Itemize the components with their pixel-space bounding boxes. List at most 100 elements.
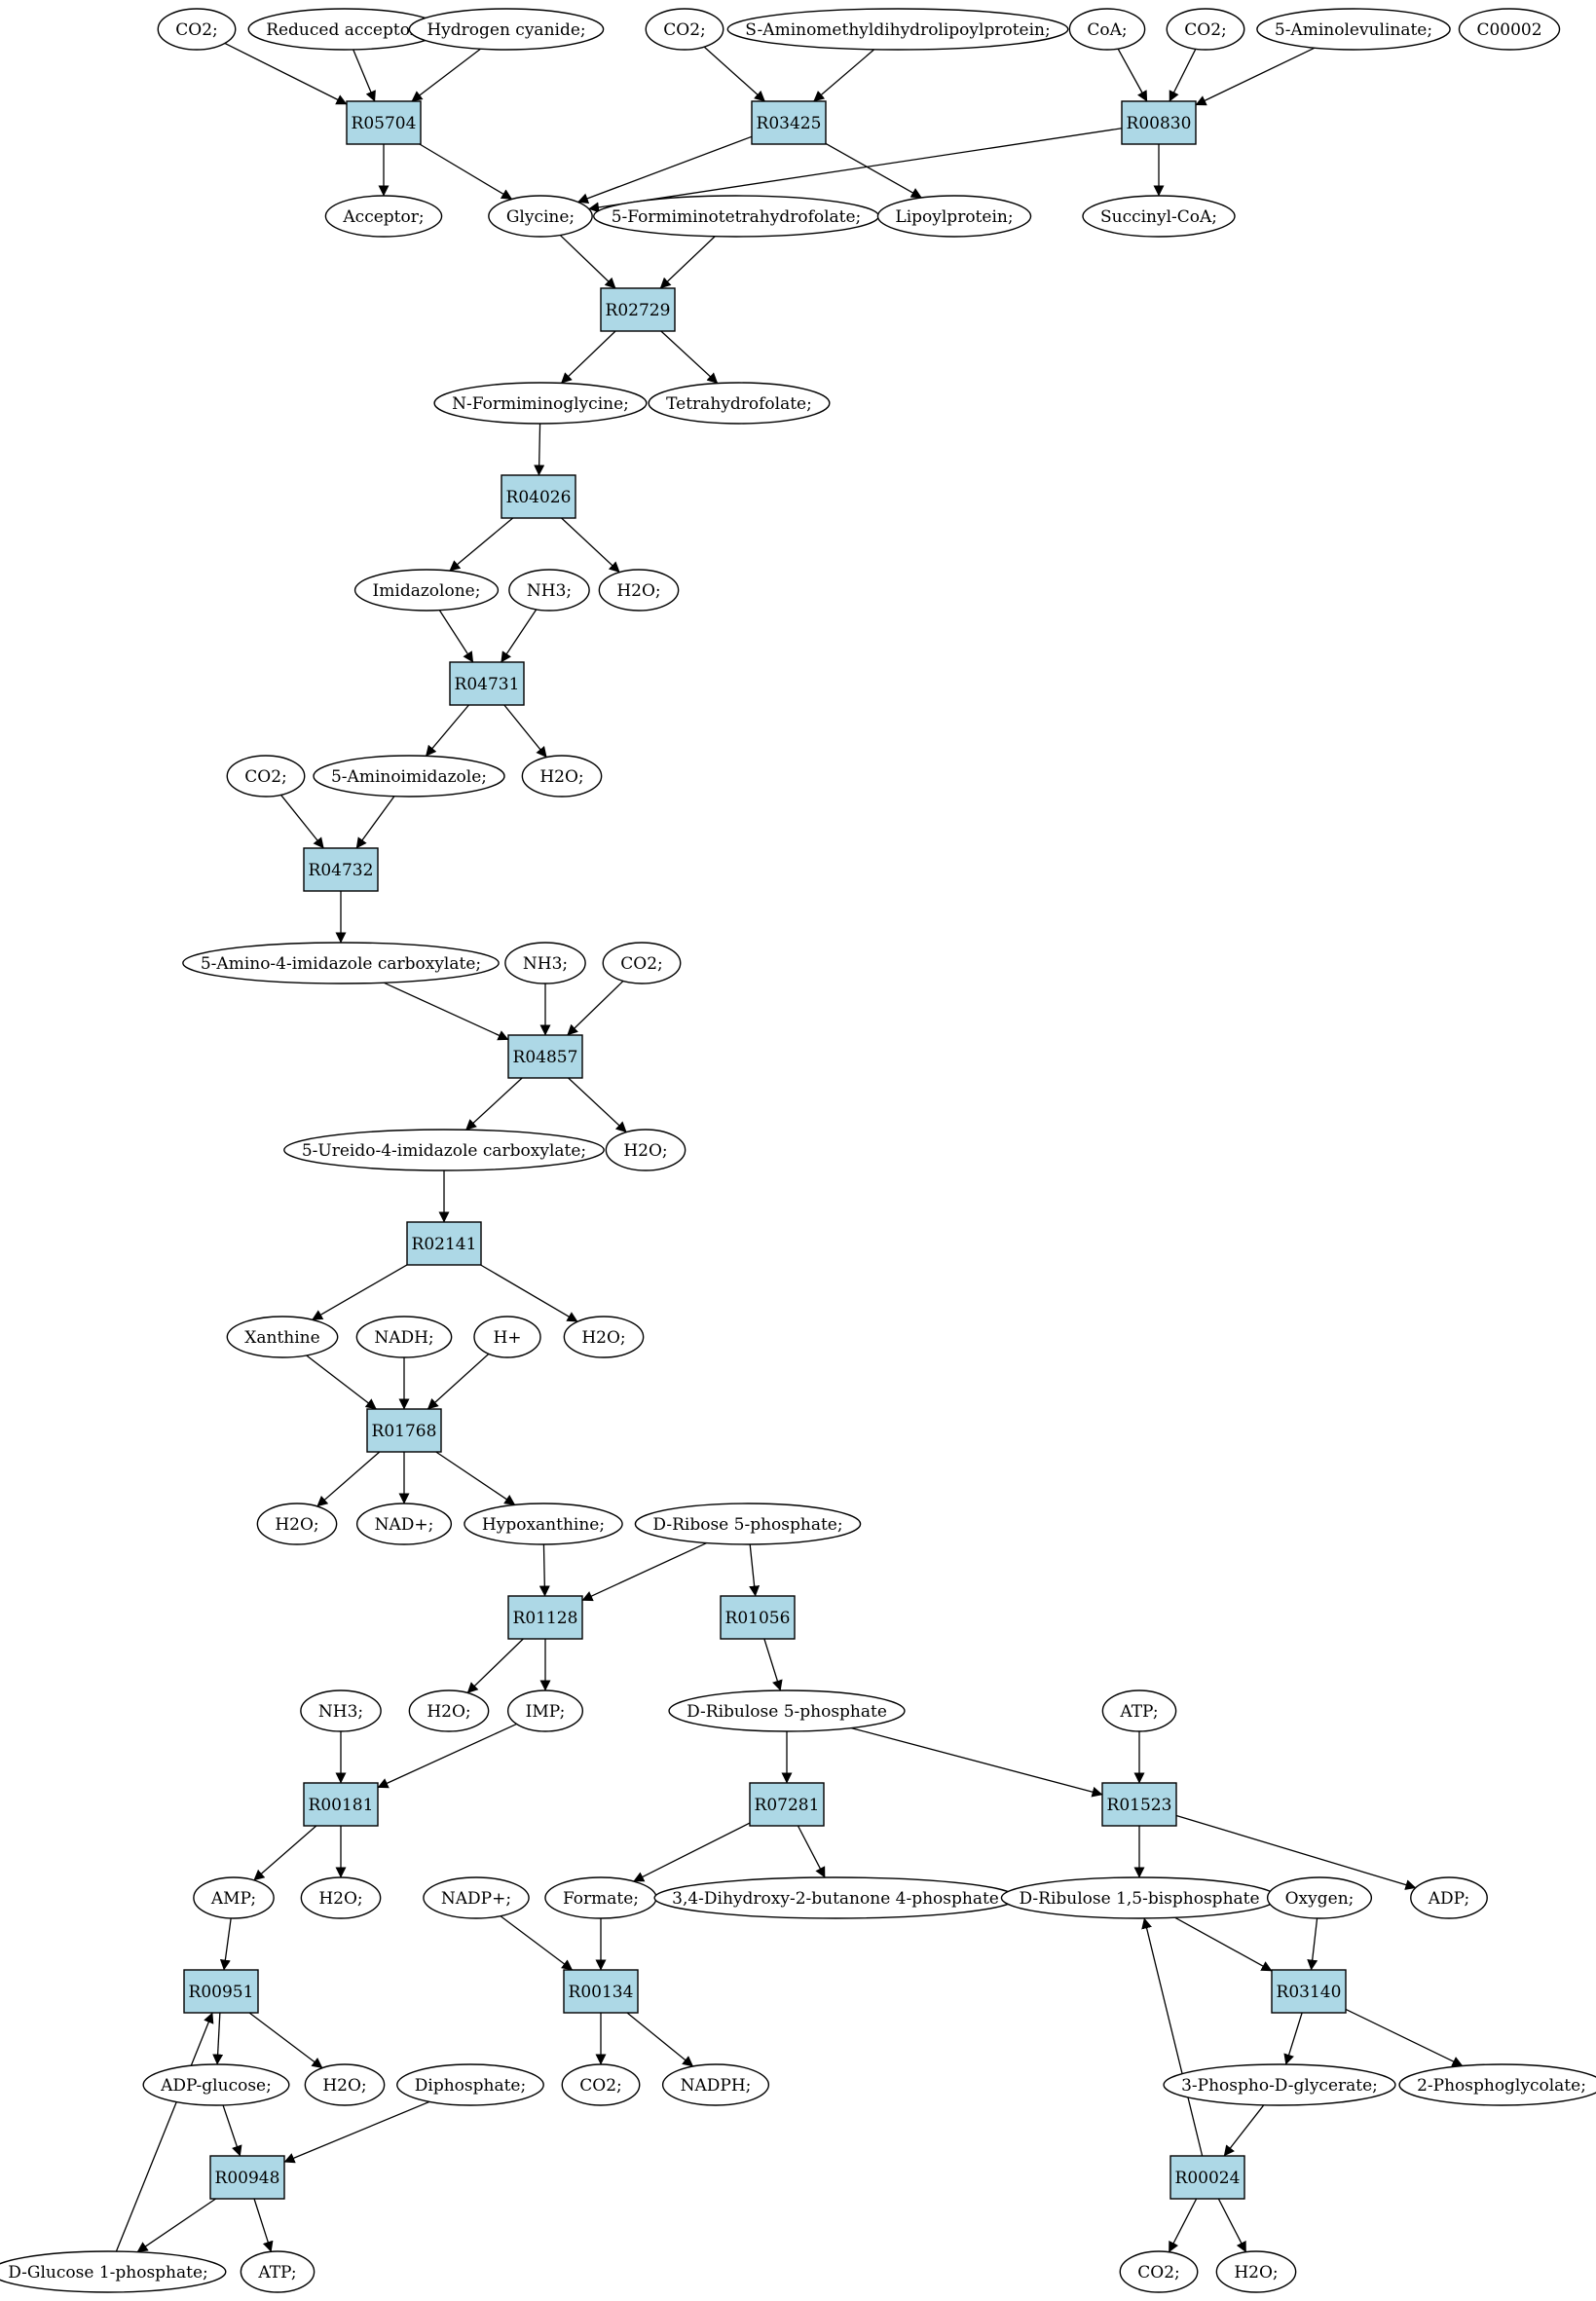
metabolite-node-h2o[interactable]: H2O; bbox=[563, 1316, 645, 1358]
metabolite-node-d-ribulose-5-phosphate[interactable]: D-Ribulose 5-phosphate bbox=[668, 1689, 906, 1732]
reaction-node-r00134[interactable]: R00134 bbox=[563, 1969, 639, 2014]
metabolite-node-amp[interactable]: AMP; bbox=[193, 1876, 275, 1919]
edge-r_R00948-to-m56 bbox=[136, 2198, 216, 2253]
metabolite-node-co2[interactable]: CO2; bbox=[602, 942, 682, 984]
metabolite-node-nadph[interactable]: NADPH; bbox=[661, 2063, 770, 2106]
metabolite-node-nh3[interactable]: NH3; bbox=[300, 1689, 382, 1732]
metabolite-node-n-formiminoglycine[interactable]: N-Formiminoglycine; bbox=[433, 382, 648, 425]
metabolite-node-h2o[interactable]: H2O; bbox=[521, 755, 603, 798]
reaction-label: R03425 bbox=[757, 114, 822, 133]
metabolite-node-c00002[interactable]: C00002 bbox=[1458, 8, 1561, 51]
reaction-node-r07281[interactable]: R07281 bbox=[749, 1782, 825, 1827]
metabolite-node-h2o[interactable]: H2O; bbox=[256, 1503, 338, 1545]
metabolite-label: IMP; bbox=[526, 1702, 566, 1722]
metabolite-node-tetrahydrofolate[interactable]: Tetrahydrofolate; bbox=[648, 382, 831, 425]
metabolite-node-imp[interactable]: IMP; bbox=[506, 1689, 584, 1732]
metabolite-node-acceptor[interactable]: Acceptor; bbox=[324, 195, 443, 238]
metabolite-label: NADPH; bbox=[681, 2076, 752, 2096]
metabolite-node-hydrogen-cyanide[interactable]: Hydrogen cyanide; bbox=[408, 8, 605, 51]
metabolite-node-atp[interactable]: ATP; bbox=[1101, 1689, 1177, 1732]
metabolite-label: Tetrahydrofolate; bbox=[666, 394, 812, 414]
reaction-node-r04731[interactable]: R04731 bbox=[449, 661, 525, 706]
metabolite-ellipse bbox=[1166, 8, 1245, 51]
reaction-node-r05704[interactable]: R05704 bbox=[346, 100, 422, 145]
reaction-node-r01128[interactable]: R01128 bbox=[507, 1595, 583, 1640]
metabolite-node-5-aminolevulinate[interactable]: 5-Aminolevulinate; bbox=[1256, 8, 1451, 51]
metabolite-node-nh3[interactable]: NH3; bbox=[508, 569, 590, 612]
metabolite-node-glycine[interactable]: Glycine; bbox=[488, 195, 593, 238]
metabolite-node-oxygen[interactable]: Oxygen; bbox=[1266, 1876, 1373, 1919]
reaction-node-r00948[interactable]: R00948 bbox=[209, 2155, 285, 2200]
metabolite-node-nadh[interactable]: NADH; bbox=[355, 1316, 453, 1358]
metabolite-node-lipoylprotein[interactable]: Lipoylprotein; bbox=[876, 195, 1032, 238]
reaction-node-r00024[interactable]: R00024 bbox=[1169, 2155, 1245, 2200]
metabolite-node-co2[interactable]: CO2; bbox=[226, 755, 306, 798]
nodes-layer: R05704 R03425 R00830R02729R04026R04731R047… bbox=[0, 8, 1596, 2293]
metabolite-node-d-ribose-5-phosphate[interactable]: D-Ribose 5-phosphate; bbox=[634, 1503, 862, 1545]
metabolite-node-h2o[interactable]: H2O; bbox=[1215, 2250, 1297, 2293]
metabolite-node-nh3[interactable]: NH3; bbox=[504, 942, 586, 984]
metabolite-label: 3-Phospho-D-glycerate; bbox=[1181, 2076, 1378, 2096]
reaction-node-r00181[interactable]: R00181 bbox=[303, 1782, 379, 1827]
reaction-node-r01523[interactable]: R01523 bbox=[1101, 1782, 1177, 1827]
metabolite-node-h[interactable]: H+ bbox=[473, 1316, 541, 1358]
reaction-node-r04732[interactable]: R04732 bbox=[303, 847, 379, 892]
reaction-node-r01056[interactable]: R01056 bbox=[720, 1595, 796, 1640]
metabolite-node-5-formiminotetrahydrofolate[interactable]: 5-Formiminotetrahydrofolate; bbox=[593, 195, 879, 238]
metabolite-node-5-amino-4-imidazole-carboxylate[interactable]: 5-Amino-4-imidazole carboxylate; bbox=[182, 942, 500, 984]
reaction-node-r03425[interactable]: R03425 bbox=[751, 100, 827, 145]
edge-m30-to-r_R01768 bbox=[427, 1353, 490, 1410]
metabolite-label: Diphosphate; bbox=[415, 2076, 526, 2096]
reaction-box bbox=[1121, 100, 1197, 145]
metabolite-node-co2[interactable]: CO2; bbox=[645, 8, 724, 51]
metabolite-node-d-glucose-1-phosphate[interactable]: D-Glucose 1-phosphate; bbox=[0, 2250, 227, 2293]
metabolite-node-hypoxanthine[interactable]: Hypoxanthine; bbox=[464, 1503, 623, 1545]
metabolite-node-xanthine[interactable]: Xanthine bbox=[226, 1316, 339, 1358]
reaction-label: R00134 bbox=[569, 1983, 634, 2002]
edge-m7-to-r_R00830 bbox=[1169, 49, 1197, 102]
reaction-node-r02729[interactable]: R02729 bbox=[600, 287, 676, 332]
edge-m23-to-r_R04857 bbox=[383, 982, 509, 1041]
metabolite-node-h2o[interactable]: H2O; bbox=[598, 569, 680, 612]
metabolite-node-atp[interactable]: ATP; bbox=[240, 2250, 315, 2293]
metabolite-ellipse bbox=[1410, 1876, 1488, 1919]
reaction-box bbox=[183, 1969, 259, 2014]
reaction-node-r00830[interactable]: R00830 bbox=[1121, 100, 1197, 145]
metabolite-node-diphosphate[interactable]: Diphosphate; bbox=[396, 2063, 544, 2106]
reaction-node-r04026[interactable]: R04026 bbox=[501, 474, 576, 519]
reaction-node-r01768[interactable]: R01768 bbox=[366, 1408, 442, 1453]
reaction-node-r04857[interactable]: R04857 bbox=[507, 1034, 583, 1079]
reaction-box bbox=[449, 661, 525, 706]
metabolite-node-imidazolone[interactable]: Imidazolone; bbox=[353, 569, 500, 612]
metabolite-node-2-phosphoglycolate[interactable]: 2-Phosphoglycolate; bbox=[1398, 2063, 1596, 2106]
reaction-node-r00951[interactable]: R00951 bbox=[183, 1969, 259, 2014]
metabolite-node-3-4-dihydroxy-2-butanone-4-phosphate[interactable]: 3,4-Dihydroxy-2-butanone 4-phosphate bbox=[653, 1876, 1018, 1919]
reaction-node-r02141[interactable]: R02141 bbox=[406, 1221, 482, 1266]
metabolite-node-h2o[interactable]: H2O; bbox=[300, 1876, 382, 1919]
metabolite-node-nadp[interactable]: NADP+; bbox=[423, 1876, 530, 1919]
metabolite-node-co2[interactable]: CO2; bbox=[1166, 8, 1245, 51]
metabolite-node-adp-glucose[interactable]: ADP-glucose; bbox=[142, 2063, 290, 2106]
metabolite-ellipse bbox=[661, 2063, 770, 2106]
metabolite-ellipse bbox=[504, 942, 586, 984]
metabolite-node-co2[interactable]: CO2; bbox=[157, 8, 237, 51]
metabolite-node-nad[interactable]: NAD+; bbox=[355, 1503, 453, 1545]
metabolite-node-3-phospho-d-glycerate[interactable]: 3-Phospho-D-glycerate; bbox=[1163, 2063, 1396, 2106]
metabolite-node-h2o[interactable]: H2O; bbox=[408, 1689, 490, 1732]
metabolite-node-5-aminoimidazole[interactable]: 5-Aminoimidazole; bbox=[313, 755, 505, 798]
metabolite-node-succinyl-coa[interactable]: Succinyl-CoA; bbox=[1082, 195, 1236, 238]
metabolite-node-co2[interactable]: CO2; bbox=[1119, 2250, 1199, 2293]
metabolite-node-h2o[interactable]: H2O; bbox=[605, 1129, 687, 1171]
metabolite-node-coa[interactable]: CoA; bbox=[1068, 8, 1146, 51]
metabolite-ellipse bbox=[1101, 1689, 1177, 1732]
metabolite-node-h2o[interactable]: H2O; bbox=[304, 2063, 386, 2106]
metabolite-node-d-ribulose-1-5-bisphosphate[interactable]: D-Ribulose 1,5-bisphosphate bbox=[1000, 1876, 1279, 1919]
edge-m15-to-r_R04026 bbox=[534, 423, 545, 476]
metabolite-node-s-aminomethyldihydrolipoylprotein[interactable]: S-Aminomethyldihydrolipoylprotein; bbox=[726, 8, 1069, 51]
metabolite-node-adp[interactable]: ADP; bbox=[1410, 1876, 1488, 1919]
metabolite-node-5-ureido-4-imidazole-carboxylate[interactable]: 5-Ureido-4-imidazole carboxylate; bbox=[283, 1129, 605, 1171]
metabolite-ellipse bbox=[433, 382, 648, 425]
reaction-node-r03140[interactable]: R03140 bbox=[1271, 1969, 1347, 2014]
metabolite-node-formate[interactable]: Formate; bbox=[544, 1876, 657, 1919]
metabolite-node-co2[interactable]: CO2; bbox=[561, 2063, 641, 2106]
